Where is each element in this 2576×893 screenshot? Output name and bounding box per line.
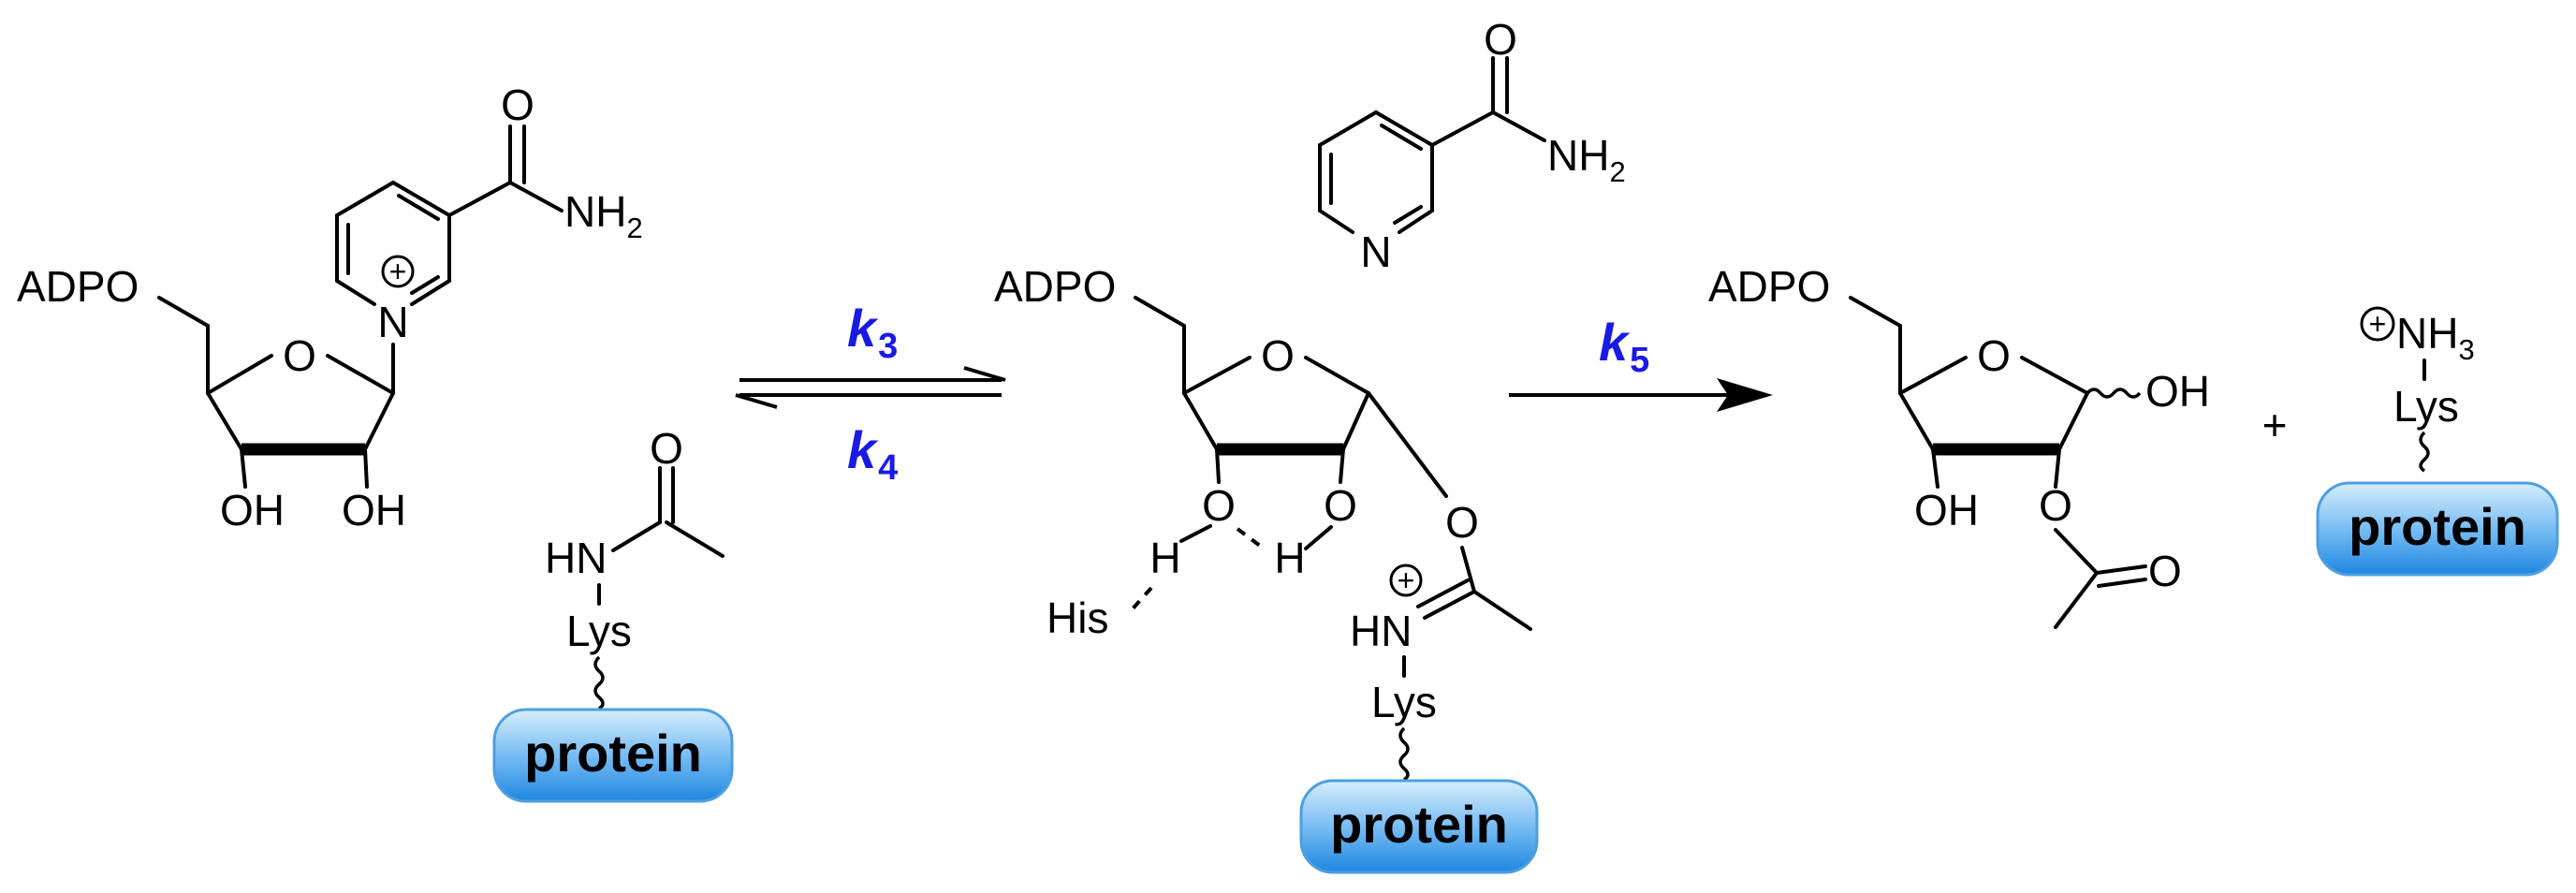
ester-carbonyl-oxygen: O [2148, 547, 2182, 595]
imidate-intermediate: ADPO O O O H H His O HN + Lys [994, 262, 1532, 782]
acetyl-adp-ribose: ADPO O OH OH O O [1708, 262, 2210, 629]
oh-label-1a: OH [220, 486, 285, 534]
positive-charge-2: + [1398, 564, 1415, 597]
ring-oxygen-3: O [1977, 331, 2011, 380]
carbonyl-oxygen-2: O [650, 424, 683, 473]
protein-pill-3: protein [2316, 481, 2559, 577]
protein-label-2: protein [1330, 795, 1508, 854]
ester-oxygen: O [2039, 481, 2072, 530]
ribose-ring-1: O [206, 331, 395, 456]
pyridinium-nitrogen: N [377, 298, 408, 346]
carbonyl-oxygen-1: O [501, 81, 534, 129]
oh-label-3b: OH [1914, 486, 1979, 534]
nicotinamide: N O NH2 [1318, 15, 1626, 276]
oh-label-1b: OH [342, 486, 406, 534]
his-label: His [1046, 593, 1108, 642]
forward-arrow-k5: k5 [1509, 313, 1773, 412]
plus-sign: + [2262, 401, 2288, 449]
lys-label-1: Lys [566, 607, 632, 655]
hydrogen-label-2: H [1274, 534, 1305, 582]
nh2-label-1: NH2 [564, 187, 643, 244]
free-lysine: + NH3 Lys [2360, 306, 2475, 473]
k4-label: k4 [847, 420, 898, 488]
lys-label-2: Lys [1371, 678, 1437, 726]
protein-label-3: protein [2349, 497, 2526, 556]
carbonyl-oxygen-3: O [1484, 15, 1517, 64]
nh2-label-2: NH2 [1547, 131, 1626, 188]
anomeric-oxygen: O [1445, 498, 1479, 547]
adpo-label-2: ADPO [994, 262, 1116, 311]
hydrogen-label-1: H [1149, 534, 1180, 582]
ring-oxygen-1: O [283, 331, 316, 380]
k3-label: k3 [847, 299, 898, 366]
ring-oxygen-2: O [1261, 331, 1295, 380]
lys-label-3: Lys [2393, 382, 2459, 431]
hydroxyl-oxygen-2a: O [1202, 481, 1236, 530]
positive-charge-3: + [2369, 307, 2387, 341]
pyridinium-ring: N + [335, 181, 451, 346]
protein-pill-1: protein [492, 708, 734, 803]
nad-plus: O ADPO OH OH N + O [17, 81, 643, 534]
hydroxyl-oxygen-2b: O [1324, 481, 1357, 530]
equilibrium-arrow: k3 k4 [735, 299, 1006, 488]
hn-label-1: HN [545, 534, 607, 582]
acetyl-lysine: HN O Lys [545, 424, 724, 710]
k5-label: k5 [1599, 313, 1649, 380]
protein-pill-2: protein [1299, 779, 1539, 874]
positive-charge-1: + [389, 255, 407, 288]
protein-label-1: protein [524, 724, 702, 783]
adpo-label-3: ADPO [1708, 262, 1830, 311]
adpo-label-1: ADPO [17, 262, 139, 311]
hn-label-2: HN [1350, 607, 1412, 655]
pyridine-nitrogen: N [1360, 227, 1391, 276]
oh-label-3a: OH [2145, 367, 2210, 416]
nh3-label: NH3 [2396, 309, 2475, 366]
